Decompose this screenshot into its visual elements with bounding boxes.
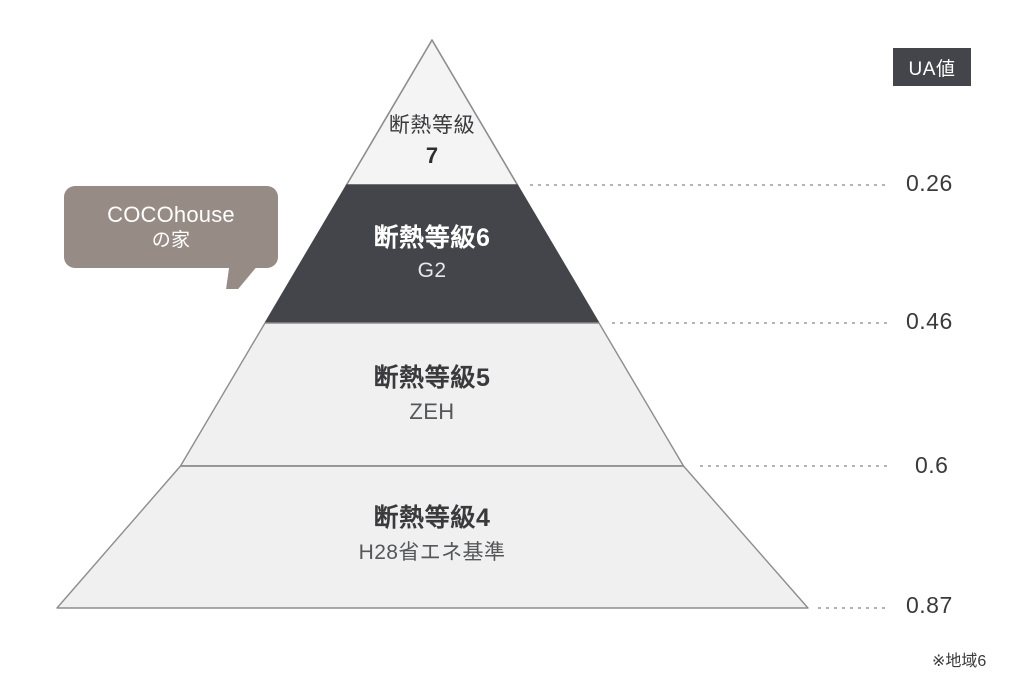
callout-subtitle-label: の家 <box>151 229 191 251</box>
pyramid-band-level6 <box>264 184 600 324</box>
ua-value-level6: 0.46 <box>906 308 953 334</box>
region-note: ※地域6 <box>932 653 987 670</box>
pyramid-band-level5 <box>179 322 685 467</box>
ua-value-level5: 0.6 <box>915 452 949 478</box>
ua-value-level7: 0.26 <box>906 170 953 196</box>
pyramid-band-level7 <box>345 39 519 186</box>
ua-value-badge: UA値 <box>893 48 971 86</box>
pyramid-band-level4 <box>56 465 809 609</box>
callout-brand-label: COCOhouse <box>107 202 235 228</box>
cocohouse-callout: COCOhouse の家 <box>64 186 278 268</box>
ua-value-level4: 0.87 <box>906 592 953 618</box>
